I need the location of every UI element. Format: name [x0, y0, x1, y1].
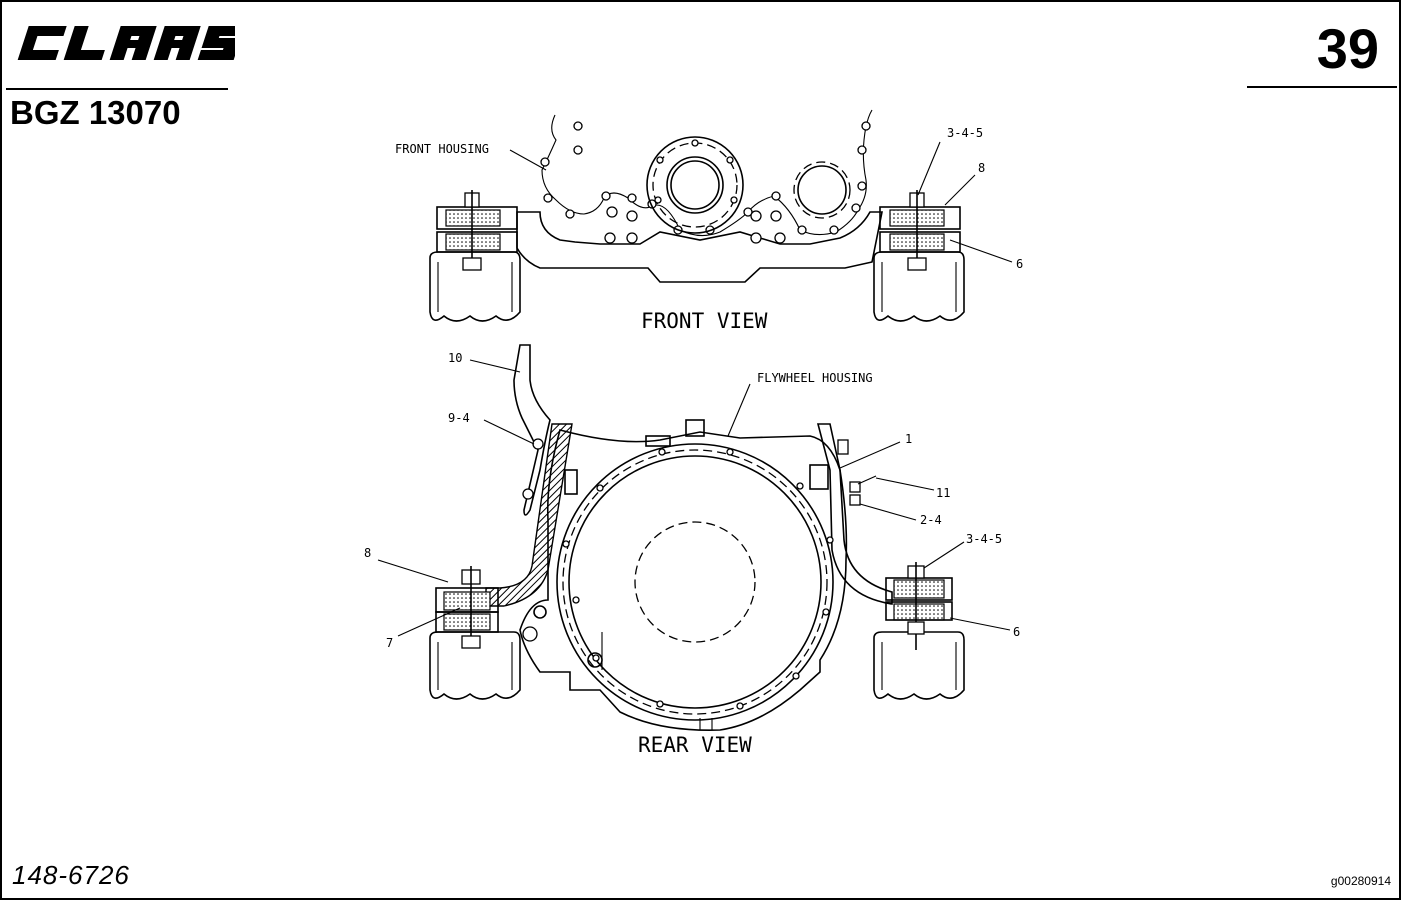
front-view-title: FRONT VIEW	[641, 309, 768, 333]
claas-logo	[10, 22, 245, 69]
front-housing-bolts	[540, 121, 871, 244]
front-callout-8: 8	[978, 161, 985, 175]
front-callout-3-4-5: 3-4-5	[947, 126, 983, 140]
flywheel	[556, 443, 834, 721]
rear-view: 10 9-4 FLYWHEEL HOUSING 1 11 2-4 3-4-5 8…	[364, 344, 1020, 757]
front-pulley-small	[793, 161, 851, 219]
rear-callout-7: 7	[386, 636, 393, 650]
rear-callout-11: 11	[936, 486, 950, 500]
rear-callout-10: 10	[448, 351, 462, 365]
header-rule-left	[6, 88, 228, 90]
rear-callout-2-4: 2-4	[920, 513, 942, 527]
rear-callout-6: 6	[1013, 625, 1020, 639]
front-housing-label: FRONT HOUSING	[395, 142, 489, 156]
claas-logo-mark	[17, 26, 245, 60]
front-right-mount	[873, 190, 965, 322]
rear-callout-1: 1	[905, 432, 912, 446]
rear-view-title: REAR VIEW	[638, 733, 752, 757]
rear-right-mount	[873, 562, 965, 700]
front-pulley-large	[646, 136, 744, 234]
rear-callout-3-4-5: 3-4-5	[966, 532, 1002, 546]
rear-callout-8: 8	[364, 546, 371, 560]
rear-left-mount	[429, 566, 521, 700]
front-view: FRONT HOUSING 3-4-5 8 6 FRONT VIEW	[395, 109, 1023, 333]
front-left-mount	[429, 190, 521, 322]
reference-code: g00280914	[1330, 874, 1391, 888]
flywheel-housing-label: FLYWHEEL HOUSING	[757, 371, 873, 385]
part-number: 148-6726	[12, 860, 130, 890]
page-number: 39	[1316, 17, 1379, 80]
header-rule-right	[1247, 86, 1397, 88]
document-code: BGZ 13070	[10, 94, 181, 131]
front-callout-6: 6	[1016, 257, 1023, 271]
rear-callout-9-4: 9-4	[448, 411, 470, 425]
